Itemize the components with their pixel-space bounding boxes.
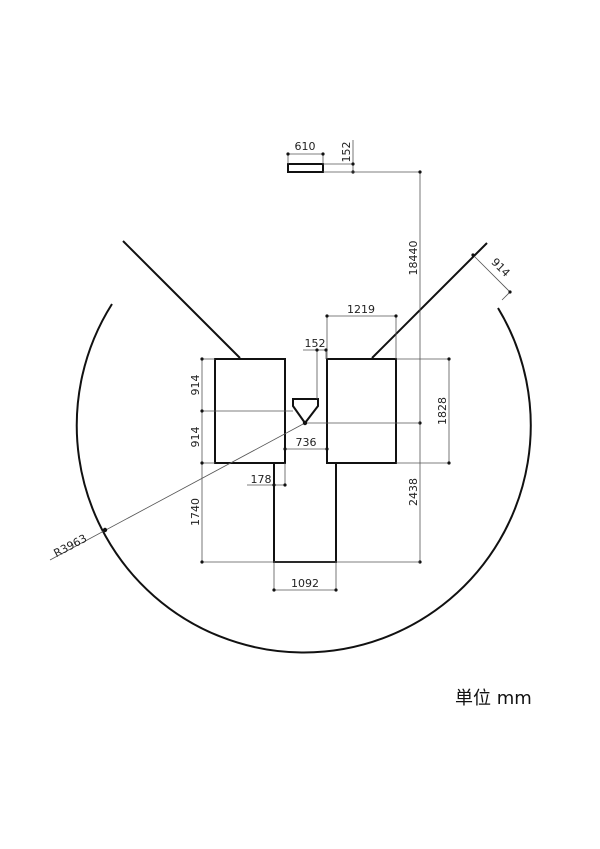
- label-rubber-width: 610: [295, 140, 316, 153]
- label-catcher-depth: 1740: [189, 498, 202, 526]
- label-radius: R3963: [52, 532, 90, 560]
- label-foul-line-offset: 914: [488, 256, 512, 280]
- batters-box-right: [326, 358, 397, 464]
- label-rubber-depth: 152: [340, 142, 353, 163]
- unit-label: 単位 mm: [455, 688, 532, 709]
- label-box-half-lower: 914: [189, 427, 202, 448]
- pitchers-rubber: [287, 163, 324, 173]
- label-box-length: 1828: [436, 397, 449, 425]
- label-catcher-offset: 178: [251, 473, 272, 486]
- label-catcher-width: 1092: [291, 577, 319, 590]
- label-pitch-distance: 18440: [407, 241, 420, 276]
- label-box-half-upper: 914: [189, 375, 202, 396]
- catchers-box: [273, 463, 337, 563]
- foul-line-right: [371, 242, 488, 359]
- label-plate-to-back: 2438: [407, 478, 420, 506]
- dimension-lines: [49, 140, 512, 592]
- backstop-arc: [75, 303, 532, 654]
- foul-line-left: [122, 240, 241, 359]
- label-box-width: 1219: [347, 303, 375, 316]
- label-box-gap: 736: [296, 436, 317, 449]
- label-plate-offset: 152: [305, 337, 326, 350]
- home-plate: [292, 398, 319, 425]
